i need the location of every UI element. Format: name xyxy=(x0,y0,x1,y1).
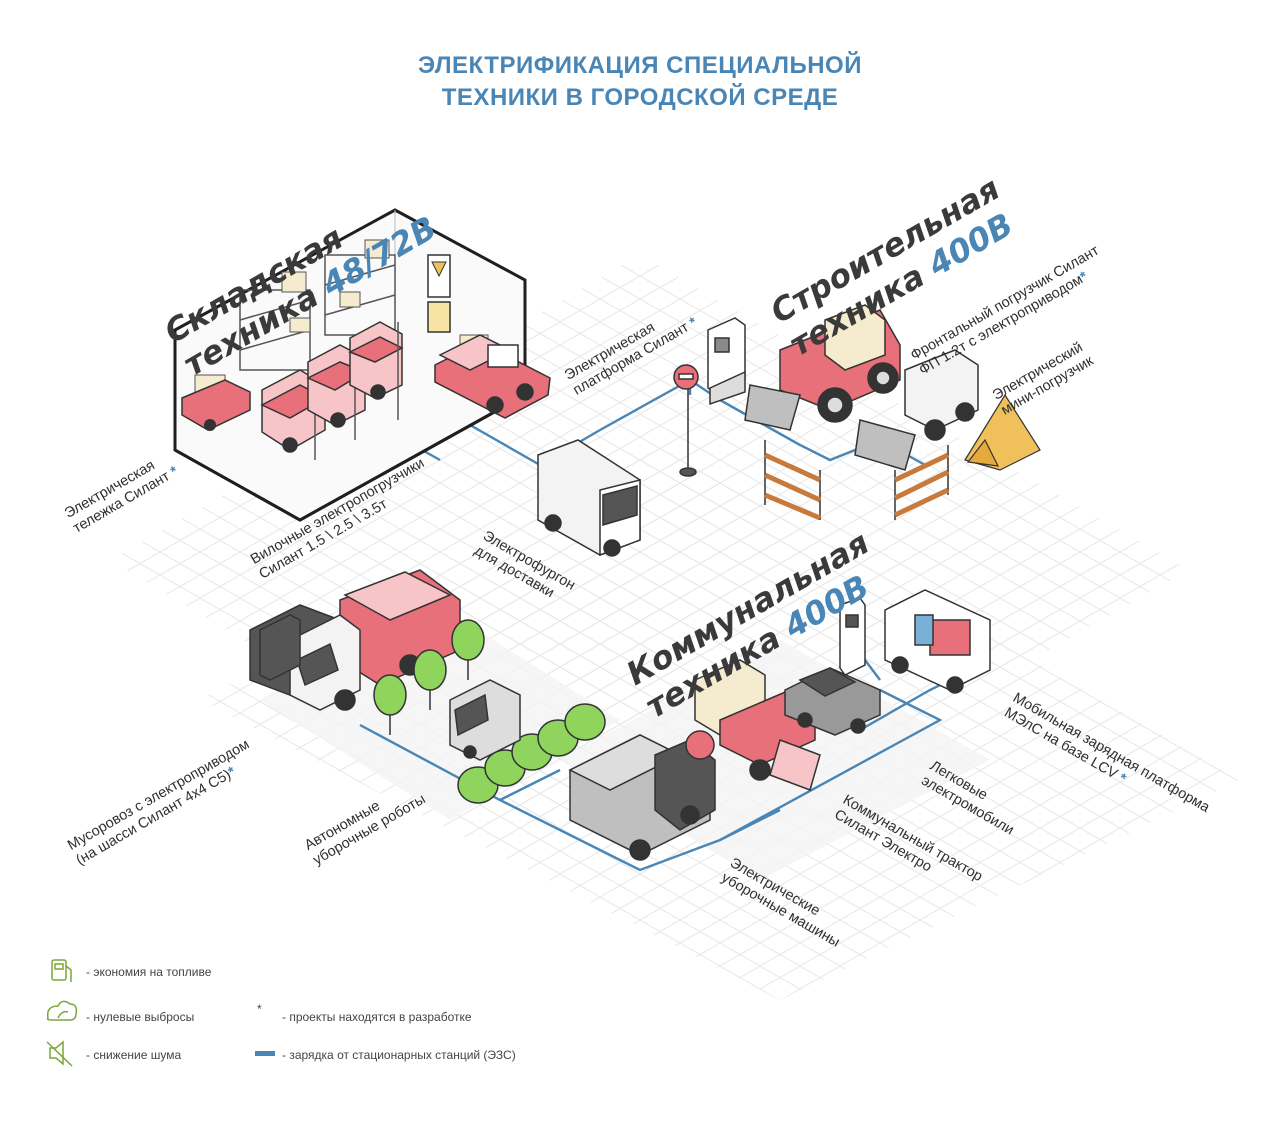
mini-loader xyxy=(854,349,979,471)
legend-asterisk-icon: * xyxy=(257,1002,262,1016)
street-sweeper xyxy=(568,734,716,861)
bushes xyxy=(457,703,606,804)
sand-piles xyxy=(964,393,1041,471)
page-title: ЭЛЕКТРИФИКАЦИЯ СПЕЦИАЛЬНОЙ ТЕХНИКИ В ГОР… xyxy=(0,50,1280,114)
passenger-car xyxy=(784,667,881,736)
title-line-2: ТЕХНИКИ В ГОРОДСКОЙ СРЕДЕ xyxy=(441,84,839,111)
charging-station xyxy=(707,317,746,406)
electric-platform xyxy=(434,334,551,419)
title-line-1: ЭЛЕКТРИФИКАЦИЯ СПЕЦИАЛЬНОЙ xyxy=(418,52,862,79)
mobile-charging-van xyxy=(884,589,991,694)
forklifts xyxy=(260,321,404,460)
no-entry-sign xyxy=(673,364,699,477)
charging-line-icon xyxy=(255,1051,275,1056)
cleaning-robot xyxy=(449,679,521,761)
warehouse-cart xyxy=(181,379,251,431)
legend-emissions: - нулевые выбросы xyxy=(86,1010,195,1024)
front-loader xyxy=(744,304,901,431)
barriers xyxy=(763,440,950,521)
asterisk-icon: * xyxy=(1115,770,1129,788)
legend-noise: - снижение шума xyxy=(86,1048,182,1062)
cloud-leaf-icon xyxy=(46,1000,78,1021)
trees xyxy=(373,619,485,735)
legend-in-development: - проекты находятся в разработке xyxy=(282,1010,472,1024)
street-charger xyxy=(839,597,866,676)
speaker-mute-icon xyxy=(46,1040,73,1067)
delivery-van xyxy=(537,439,641,557)
waste-bins xyxy=(259,614,301,681)
legend-charging: - зарядка от стационарных станций (ЭЗС) xyxy=(282,1048,516,1062)
legend-fuel: - экономия на топливе xyxy=(86,965,212,979)
fuel-pump-icon xyxy=(51,959,72,982)
